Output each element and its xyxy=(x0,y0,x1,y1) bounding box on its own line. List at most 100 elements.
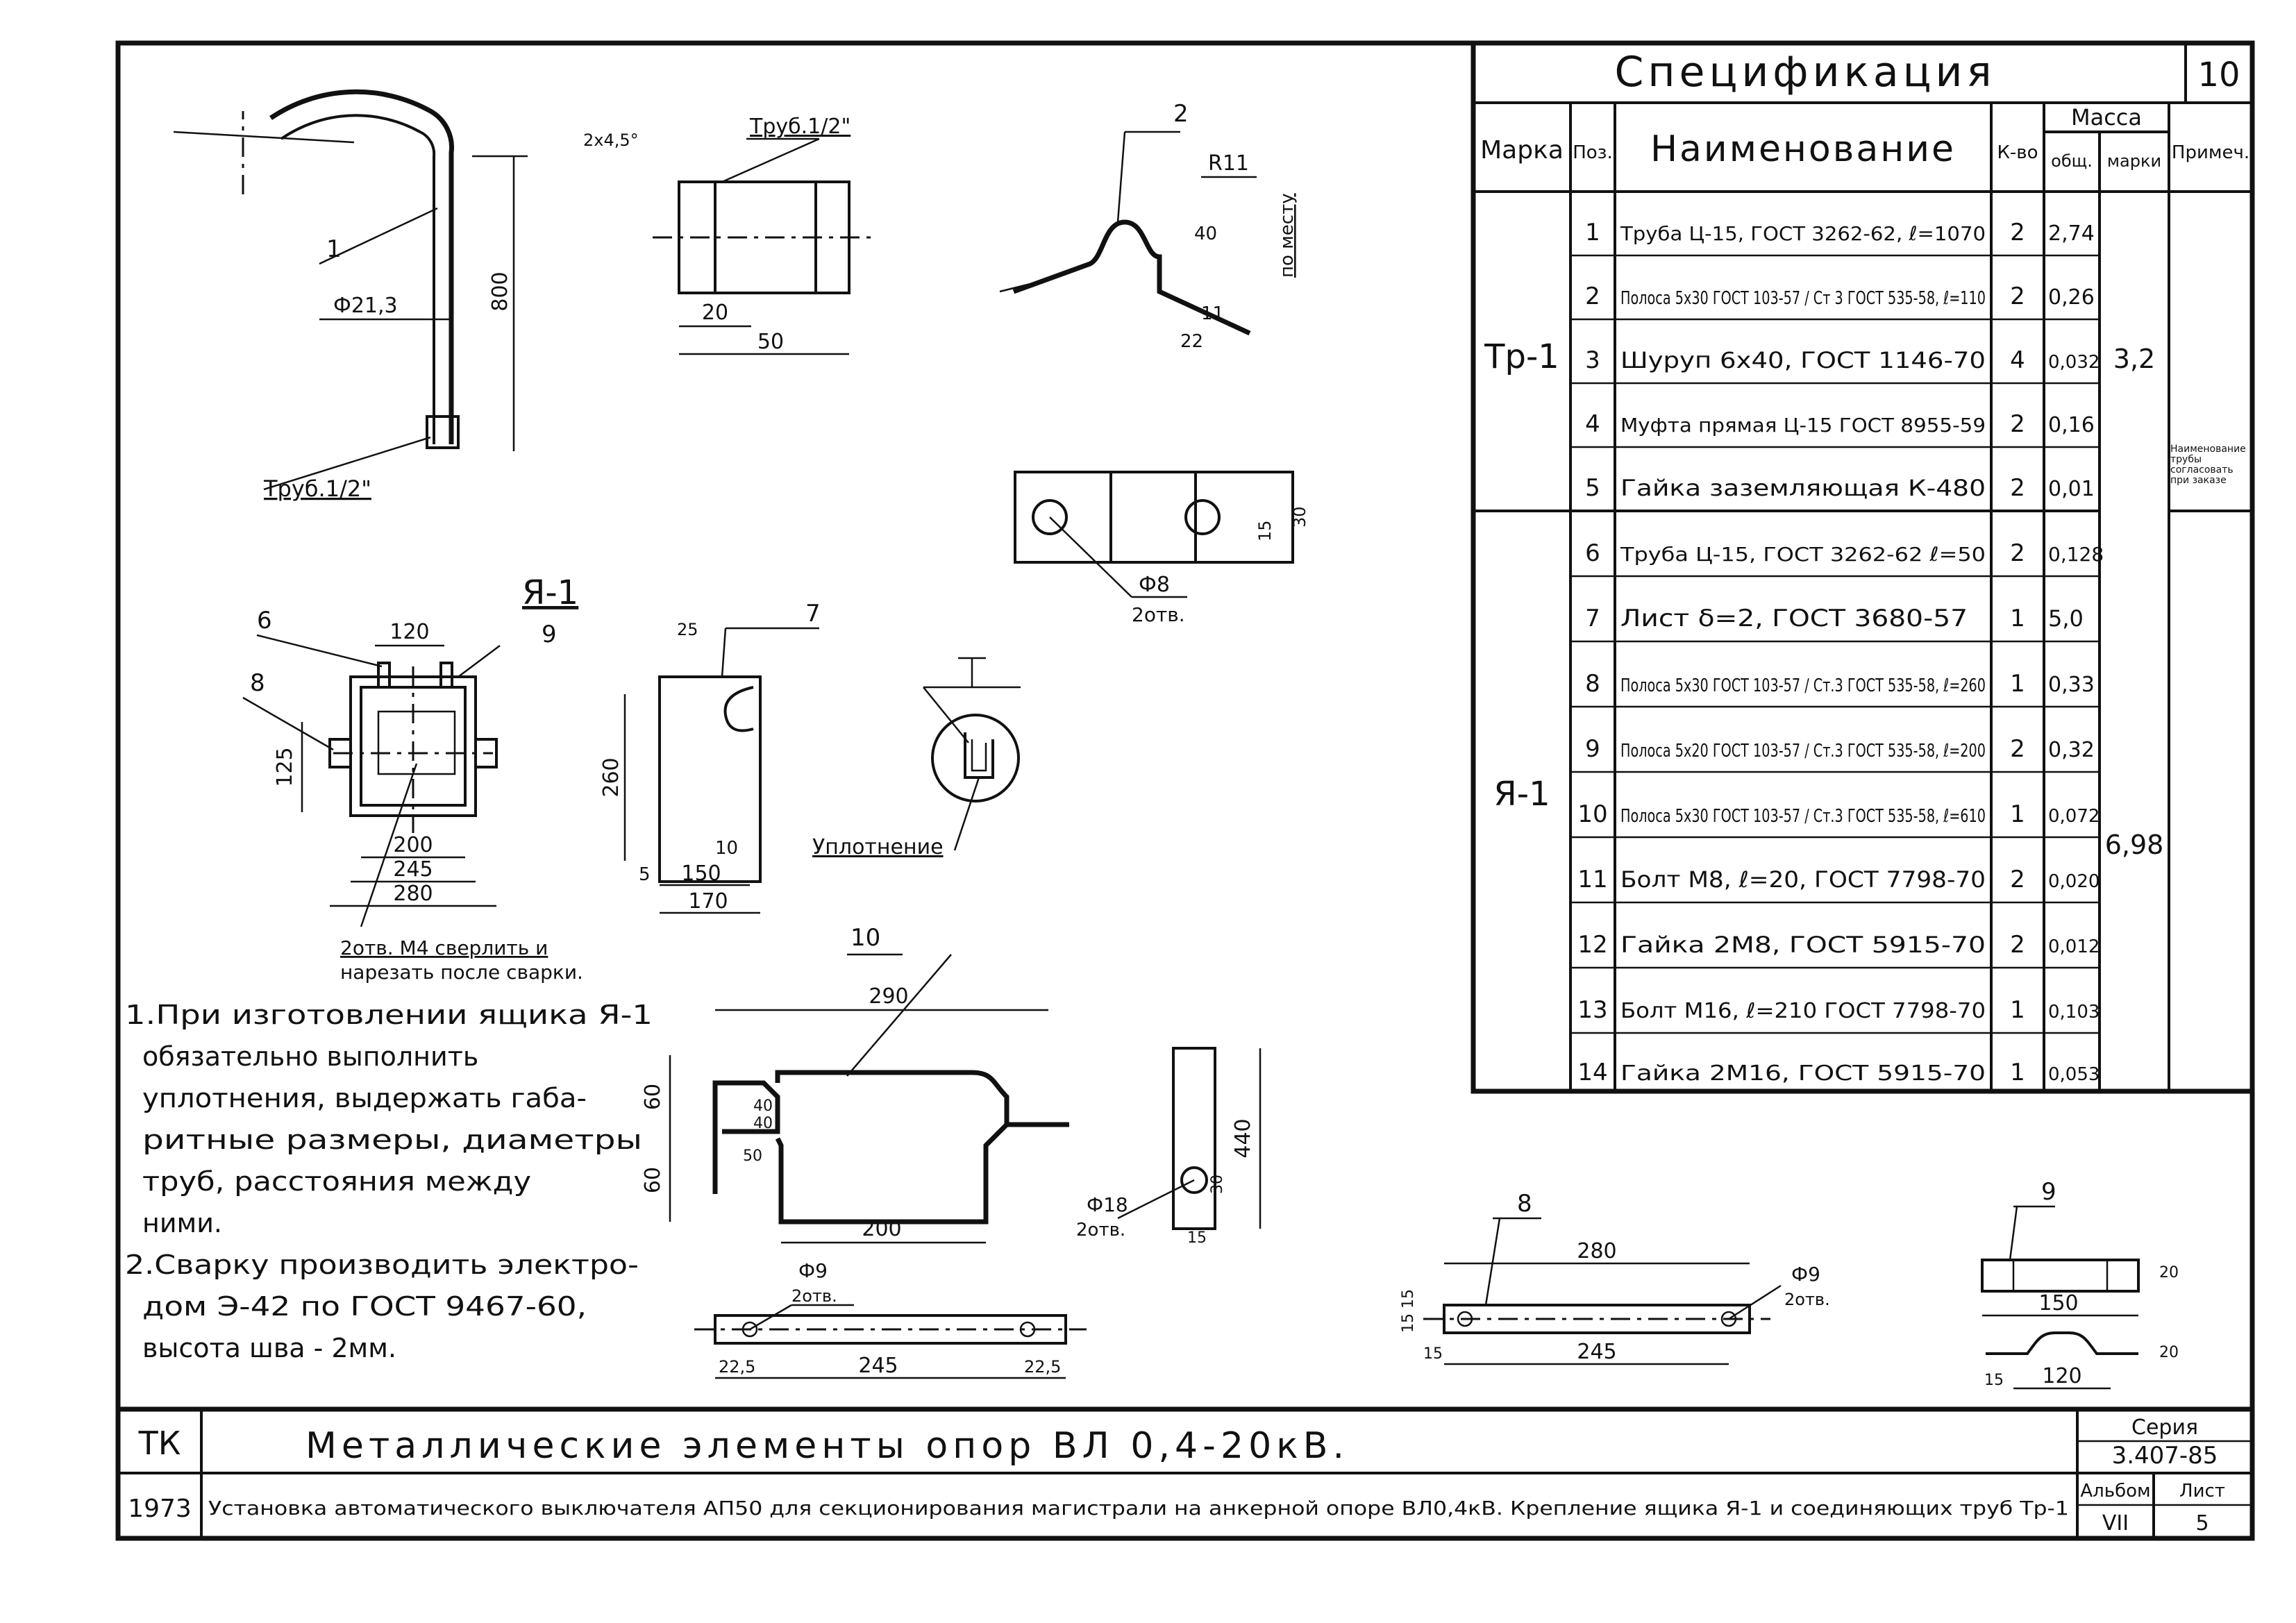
svg-text:2: 2 xyxy=(2010,410,2025,438)
hole-note-1: 2отв. М4 сверлить и xyxy=(340,936,548,959)
svg-text:2.Сварку производить электро-: 2.Сварку производить электро- xyxy=(125,1250,639,1280)
svg-text:0,33: 0,33 xyxy=(2048,673,2095,697)
album-label: Альбом xyxy=(2080,1481,2150,1502)
svg-text:Труба Ц-15, ГОСТ 3262-62, ℓ=10: Труба Ц-15, ГОСТ 3262-62, ℓ=1070 xyxy=(1620,222,1986,245)
series-label: Серия xyxy=(2131,1415,2198,1440)
pos-label-9: 9 xyxy=(542,621,557,648)
svg-text:0,128: 0,128 xyxy=(2048,543,2104,566)
svg-text:0,032: 0,032 xyxy=(2048,352,2100,373)
svg-text:Полоса 5х30 ГОСТ 103-57 / Ст.3: Полоса 5х30 ГОСТ 103-57 / Ст.3 ГОСТ 535-… xyxy=(1620,806,1986,827)
svg-text:0,012: 0,012 xyxy=(2048,936,2100,957)
dim-40: 40 xyxy=(1194,224,1217,244)
dim-22: 22 xyxy=(1180,331,1203,352)
dim-15d: 15 xyxy=(1984,1372,2004,1389)
sheet-subtitle: Установка автоматического выключателя АП… xyxy=(208,1497,2069,1520)
pos-label-9b: 9 xyxy=(2041,1178,2056,1206)
svg-text:Полоса 5х30 ГОСТ 103-57 / Ст.3: Полоса 5х30 ГОСТ 103-57 / Ст.3 ГОСТ 535-… xyxy=(1620,675,1986,696)
dim-50: 50 xyxy=(757,330,784,354)
box-title: Я-1 xyxy=(522,573,578,612)
dim-280: 280 xyxy=(393,882,433,906)
svg-text:5: 5 xyxy=(1585,474,1600,502)
dim-22-5b: 22,5 xyxy=(1024,1357,1061,1377)
svg-text:10: 10 xyxy=(1577,800,1607,828)
spec-row: 3 Шуруп 6х40, ГОСТ 1146-70 4 0,032 xyxy=(1585,346,2100,374)
dim-800: 800 xyxy=(488,271,512,311)
svg-text:0,053: 0,053 xyxy=(2048,1064,2100,1085)
svg-text:2: 2 xyxy=(2010,539,2025,567)
spec-group-marka: Я-1 xyxy=(1493,775,1550,814)
pos-label-1: 1 xyxy=(326,235,342,263)
svg-text:уплотнения, выдержать габа-: уплотнения, выдержать габа- xyxy=(142,1083,587,1113)
svg-text:1: 1 xyxy=(2010,605,2025,632)
svg-text:0,020: 0,020 xyxy=(2048,871,2100,892)
spec-row: 6 Труба Ц-15, ГОСТ 3262-62 ℓ=50 2 0,128 xyxy=(1585,539,2104,567)
dim-245b: 245 xyxy=(858,1354,898,1378)
svg-text:0,103: 0,103 xyxy=(2048,1002,2100,1023)
svg-text:Гайка заземляющая К-480: Гайка заземляющая К-480 xyxy=(1620,475,1986,501)
svg-text:Болт М16, ℓ=210 ГОСТ 7798-70: Болт М16, ℓ=210 ГОСТ 7798-70 xyxy=(1620,999,1986,1023)
by-place-label: по месту xyxy=(1277,193,1298,278)
spec-title: Спецификация xyxy=(1614,48,1995,96)
spec-row: 1 Труба Ц-15, ГОСТ 3262-62, ℓ=1070 2 2,7… xyxy=(1585,219,2095,246)
dim-280b: 280 xyxy=(1577,1239,1616,1263)
pos-label-7: 7 xyxy=(805,600,821,628)
spec-header-note: Примеч. xyxy=(2172,142,2249,163)
spec-row: 13 Болт М16, ℓ=210 ГОСТ 7798-70 1 0,103 xyxy=(1577,996,2100,1024)
svg-text:1.При изготовлении ящика Я-1: 1.При изготовлении ящика Я-1 xyxy=(125,1000,653,1030)
hole-count-9: 2отв. xyxy=(791,1286,837,1306)
svg-text:3: 3 xyxy=(1585,346,1600,374)
title-block: ТК Металлические элементы опор ВЛ 0,4-20… xyxy=(118,1406,2252,1538)
tk-label: ТК xyxy=(138,1424,181,1462)
hole-dia-18: Ф18 xyxy=(1087,1193,1128,1216)
dim-15-15: 15 15 xyxy=(1400,1289,1417,1333)
dim-150: 150 xyxy=(681,861,721,886)
dim-10: 10 xyxy=(715,838,738,859)
dim-200: 200 xyxy=(393,833,433,857)
svg-text:2: 2 xyxy=(2010,219,2025,246)
radius-label: R11 xyxy=(1208,151,1249,176)
svg-text:2: 2 xyxy=(1585,283,1600,310)
dim-120: 120 xyxy=(389,620,429,644)
svg-text:ритные размеры, диаметры: ритные размеры, диаметры xyxy=(142,1125,642,1155)
sheet-label: Лист xyxy=(2179,1481,2225,1502)
pipe-bent-view: 800 Ф21,3 1 Труб.1/2" xyxy=(173,89,528,502)
pos-label-10: 10 xyxy=(850,924,880,952)
coupling-thread-label: Труб.1/2" xyxy=(749,115,850,139)
spec-row: 8 Полоса 5х30 ГОСТ 103-57 / Ст.3 ГОСТ 53… xyxy=(1585,670,2095,698)
svg-text:1: 1 xyxy=(2010,800,2025,828)
svg-text:2: 2 xyxy=(2010,474,2025,502)
spec-row: 12 Гайка 2М8, ГОСТ 5915-70 2 0,012 xyxy=(1577,931,2100,959)
pos-label-8: 8 xyxy=(250,669,265,697)
svg-text:труб, расстояния между: труб, расстояния между xyxy=(142,1166,531,1197)
svg-text:12: 12 xyxy=(1577,931,1607,959)
pipe-diameter-label: Ф21,3 xyxy=(333,294,398,318)
dim-200b: 200 xyxy=(862,1217,901,1241)
dim-260: 260 xyxy=(599,757,623,797)
svg-text:2: 2 xyxy=(2010,931,2025,959)
hole-dia-9: Ф9 xyxy=(798,1259,828,1282)
spec-row: 2 Полоса 5х30 ГОСТ 103-57 / Ст 3 ГОСТ 53… xyxy=(1585,283,2095,310)
dim-11: 11 xyxy=(1201,303,1224,324)
svg-text:2: 2 xyxy=(2010,283,2025,310)
svg-text:Шуруп 6х40, ГОСТ 1146-70: Шуруп 6х40, ГОСТ 1146-70 xyxy=(1620,347,1986,373)
dim-125: 125 xyxy=(273,747,297,787)
svg-text:5,0: 5,0 xyxy=(2048,605,2084,632)
svg-text:0,01: 0,01 xyxy=(2048,477,2095,501)
spec-header-qty: К-во xyxy=(1997,142,2038,163)
svg-text:Полоса 5х30 ГОСТ 103-57 / Ст 3: Полоса 5х30 ГОСТ 103-57 / Ст 3 ГОСТ 535-… xyxy=(1620,288,1986,309)
dim-15: 15 xyxy=(1255,520,1275,541)
notes-block: 1.При изготовлении ящика Я-1 обязательно… xyxy=(125,1000,653,1363)
dim-60b: 60 xyxy=(641,1084,665,1110)
svg-text:11: 11 xyxy=(1577,866,1607,893)
svg-text:7: 7 xyxy=(1585,605,1600,632)
dim-440: 440 xyxy=(1231,1118,1255,1158)
dim-150b: 150 xyxy=(2038,1291,2078,1315)
spec-header-name: Наименование xyxy=(1650,128,1956,170)
dim-5: 5 xyxy=(639,864,651,885)
svg-text:9: 9 xyxy=(1585,735,1600,763)
spec-group-mass: 6,98 xyxy=(2105,830,2164,860)
hole-dia-9b: Ф9 xyxy=(1791,1263,1820,1286)
svg-text:1: 1 xyxy=(2010,1059,2025,1086)
svg-text:4: 4 xyxy=(2010,346,2025,374)
svg-text:Труба Ц-15, ГОСТ 3262-62 ℓ=50: Труба Ц-15, ГОСТ 3262-62 ℓ=50 xyxy=(1620,543,1986,566)
